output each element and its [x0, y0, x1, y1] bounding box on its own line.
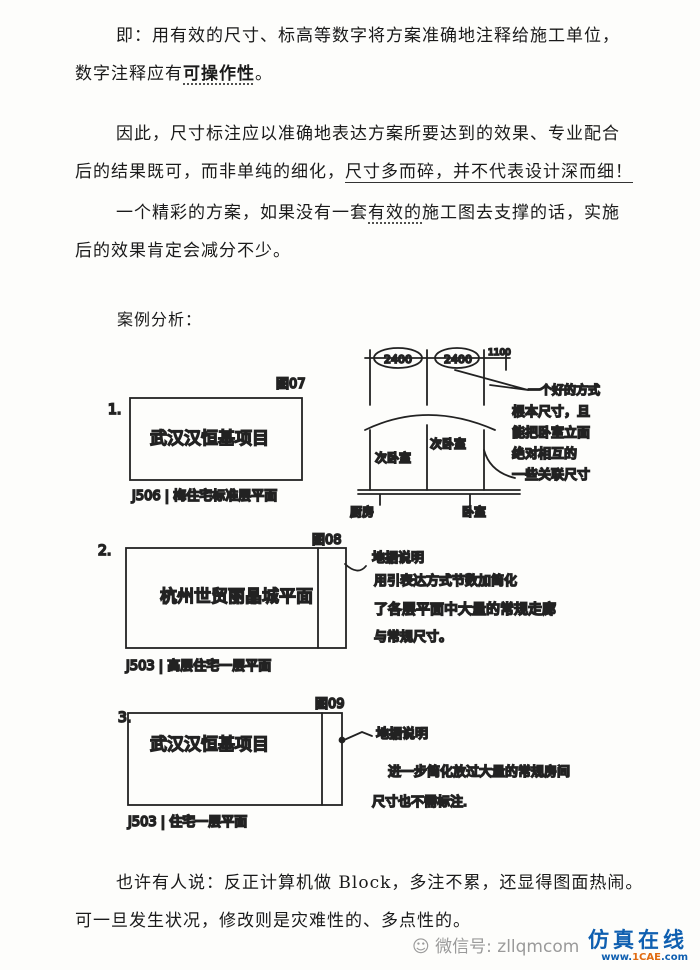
sketch-2-plan-box: [125, 547, 347, 649]
brand-name: 仿真在线: [588, 928, 688, 952]
sketch-2-note-line-4: 与常规尺寸。: [374, 630, 452, 645]
sketch-1-caption: J506 | 梅住宅标准层平面: [131, 489, 277, 504]
elevation-room-2: 次卧室: [430, 436, 466, 451]
elevation-note-line-2: 根本尺寸，且: [512, 405, 590, 420]
wechat-watermark: ☺ 微信号: zllqmcom: [412, 937, 580, 957]
elevation-label-left: 厨房: [350, 504, 374, 519]
sketch-2-number: 2.: [98, 543, 111, 559]
sketch-3-title: 武汉汉恒基项目: [150, 735, 269, 755]
paragraph-1: 即：用有效的尺寸、标高等数字将方案准确地注释给施工单位， 数字注释应有可操作性。: [75, 17, 678, 93]
elevation-note-line-1: 一个好的方式: [528, 382, 600, 397]
paragraph-4-line-1: 也许有人说：反正计算机做 Block，多注不累，还显得图面热闹。: [116, 873, 644, 893]
p2-line2-pre: 后的结果既可，而非单纯的细化，: [75, 162, 345, 182]
sketch-3-note-line-1: 地据说明: [376, 727, 428, 742]
sketch-2-note-line-1: 地据说明: [372, 551, 424, 566]
elevation-note-line-3: 能把卧室立面: [512, 425, 590, 441]
p1-line2-pre: 数字注释应有: [75, 64, 183, 84]
p3-emphasis: 有效的: [368, 203, 422, 223]
elevation-dim-3: 1100: [488, 348, 511, 358]
sketch-figures: 1. 图07 武汉汉恒基项目 J506 | 梅住宅标准层平面 2400 2400…: [97, 347, 601, 831]
sketch-1-fig-label: 图07: [276, 377, 306, 392]
sketch-2-caption: J503 | 高层住宅一层平面: [125, 658, 271, 674]
p2-emphasis: 尺寸多而碎，并不代表设计深而细！: [345, 162, 633, 183]
p1-emphasis: 可操作性: [183, 64, 255, 84]
brand-url: www.1CAE.com: [601, 952, 688, 963]
sketch-2-fig-label: 图08: [312, 533, 342, 548]
sketch-3-caption: J503 | 住宅一层平面: [127, 815, 247, 830]
sketch-1-number: 1.: [108, 402, 121, 418]
sketch-2-note-line-3: 了各层平面中大量的常规走廊: [374, 601, 556, 618]
elevation-dim-1: 2400: [384, 353, 412, 366]
paragraph-4: 也许有人说：反正计算机做 Block，多注不累，还显得图面热闹。 可一旦发生状况…: [75, 864, 678, 940]
case-heading: 案例分析：: [117, 310, 203, 329]
elevation-dim-2: 2400: [444, 353, 472, 366]
elevation-sketch: 2400 2400 1100 次卧室 次卧室 厨房 卧室 一个好的方式 根本尺寸…: [349, 347, 601, 520]
wechat-icon: ☺: [412, 937, 430, 957]
sketch-3-note-line-2: 进一步简化放过大量的常规房间: [388, 764, 570, 780]
sketch-3-fig-label: 图09: [315, 697, 345, 712]
elevation-label-right: 卧室: [462, 504, 486, 519]
elevation-room-1: 次卧室: [375, 450, 411, 465]
paragraph-3-line-2: 后的效果肯定会减分不少。: [75, 241, 291, 261]
paragraph-2-line-1: 因此，尺寸标注应以准确地表达方案所要达到的效果、专业配合: [116, 124, 620, 144]
elevation-note-line-4: 绝对相互的: [512, 446, 577, 462]
sketch-1-title: 武汉汉恒基项目: [150, 429, 269, 449]
sketch-2-title: 杭州世贸丽晶城平面: [160, 587, 313, 607]
sketch-1-plan-box: [129, 397, 303, 481]
elevation-note-line-5: 一些关联尺寸: [512, 468, 590, 483]
paragraph-2: 因此，尺寸标注应以准确地表达方案所要达到的效果、专业配合 后的结果既可，而非单纯…: [75, 115, 678, 191]
paragraph-1-line-1: 即：用有效的尺寸、标高等数字将方案准确地注释给施工单位，: [116, 26, 620, 46]
paragraph-3: 一个精彩的方案，如果没有一套有效的施工图去支撑的话，实施 后的效果肯定会减分不少…: [75, 194, 678, 270]
sketch-2-note-line-2: 用引表达方式节数加简化: [374, 573, 517, 589]
brand-logo: 仿真在线 www.1CAE.com: [588, 924, 688, 963]
sketch-3-plan-box: [127, 712, 343, 806]
paragraph-4-line-2: 可一旦发生状况，修改则是灾难性的、多点性的。: [75, 911, 471, 931]
sketch-3-note-line-3: 尺寸也不需标注.: [372, 795, 467, 810]
